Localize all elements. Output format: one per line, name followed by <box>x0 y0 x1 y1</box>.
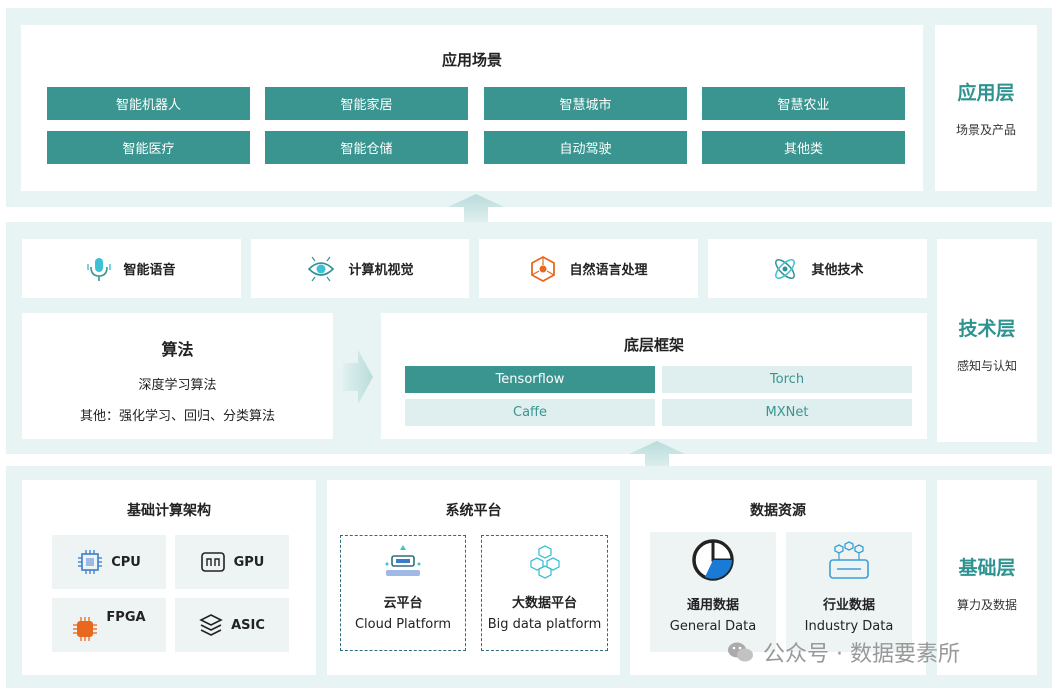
tech-nlp-label: 自然语言处理 <box>569 263 648 278</box>
data-resources-title: 数据资源 <box>750 503 806 519</box>
fpga-chip-icon <box>73 617 98 641</box>
app-layer-subtitle: 场景及产品 <box>955 123 1016 137</box>
app-layer-side-panel: 应用层 场景及产品 <box>935 25 1037 191</box>
general-data-en: General Data <box>669 619 757 634</box>
chip-cpu-label: CPU <box>111 554 141 570</box>
tech-other-label: 其他技术 <box>811 263 864 278</box>
asic-layers-icon <box>199 614 223 636</box>
right-arrow-icon <box>343 350 373 404</box>
industry-data-icon <box>829 541 869 579</box>
bigdata-platform-cn: 大数据平台 <box>511 596 577 611</box>
tech-computer-vision-label: 计算机视觉 <box>348 263 414 278</box>
watermark-text: 公众号 · 数据要素所 <box>763 642 960 667</box>
bigdata-platform-box[interactable]: 大数据平台 Big data platform <box>481 535 608 651</box>
pie-chart-icon <box>692 539 734 581</box>
tech-layer-title: 技术层 <box>958 318 1016 340</box>
wechat-icon <box>728 642 753 662</box>
bigdata-platform-en: Big data platform <box>487 617 602 632</box>
bigdata-cubes-icon <box>529 545 560 579</box>
base-layer-subtitle: 算力及数据 <box>956 598 1017 612</box>
nlp-network-icon <box>531 255 556 282</box>
vision-eye-icon <box>308 256 335 281</box>
industry-data-cn: 行业数据 <box>822 598 875 613</box>
cloud-platform-cn: 云平台 <box>383 596 423 611</box>
atom-icon <box>775 258 796 279</box>
scene-smart-agriculture[interactable]: 智慧农业 <box>702 87 905 120</box>
framework-mxnet[interactable]: MXNet <box>662 399 912 426</box>
tech-smart-voice[interactable]: 智能语音 <box>22 239 241 298</box>
tech-smart-voice-label: 智能语音 <box>123 263 176 278</box>
algorithm-line-2: 其他：强化学习、回归、分类算法 <box>79 409 275 424</box>
framework-tensorflow[interactable]: Tensorflow <box>405 366 655 393</box>
chip-fpga[interactable]: FPGA <box>52 598 166 652</box>
algorithm-title: 算法 <box>161 340 194 359</box>
app-scenes-title: 应用场景 <box>441 51 502 69</box>
framework-torch[interactable]: Torch <box>662 366 912 393</box>
scene-smart-home[interactable]: 智能家居 <box>265 87 468 120</box>
general-data-cn: 通用数据 <box>686 598 739 613</box>
chip-gpu[interactable]: GPU <box>175 535 289 589</box>
scene-smart-robot[interactable]: 智能机器人 <box>47 87 250 120</box>
industry-data-card[interactable]: 行业数据 Industry Data <box>786 532 912 652</box>
chip-fpga-label: FPGA <box>106 610 146 625</box>
tech-computer-vision[interactable]: 计算机视觉 <box>251 239 469 298</box>
chip-asic-label: ASIC <box>231 617 265 633</box>
scene-smart-warehouse[interactable]: 智能仓储 <box>265 131 468 164</box>
scene-autonomous-driving[interactable]: 自动驾驶 <box>484 131 687 164</box>
up-arrow-icon <box>629 441 685 471</box>
tech-layer-subtitle: 感知与认知 <box>956 359 1017 373</box>
algorithm-line-1: 深度学习算法 <box>138 378 217 393</box>
up-arrow-icon <box>448 194 504 224</box>
compute-title: 基础计算架构 <box>127 503 211 519</box>
framework-title: 底层框架 <box>623 336 684 354</box>
general-data-card[interactable]: 通用数据 General Data <box>650 532 776 652</box>
microphone-icon <box>87 257 112 281</box>
tech-layer-side-panel: 技术层 感知与认知 <box>937 239 1037 442</box>
base-layer-title: 基础层 <box>958 557 1016 579</box>
watermark: 公众号 · 数据要素所 <box>727 636 960 668</box>
chip-asic[interactable]: ASIC <box>175 598 289 652</box>
platform-title: 系统平台 <box>445 503 502 519</box>
gpu-chip-icon <box>200 552 225 572</box>
tech-other[interactable]: 其他技术 <box>708 239 927 298</box>
app-layer-title: 应用层 <box>957 82 1015 104</box>
industry-data-en: Industry Data <box>804 619 894 634</box>
cloud-platform-en: Cloud Platform <box>354 617 452 632</box>
chip-cpu[interactable]: CPU <box>52 535 166 589</box>
cpu-chip-icon <box>78 550 103 574</box>
scene-other[interactable]: 其他类 <box>702 131 905 164</box>
cloud-platform-box[interactable]: 云平台 Cloud Platform <box>340 535 466 651</box>
tech-nlp[interactable]: 自然语言处理 <box>479 239 698 298</box>
scene-smart-city[interactable]: 智慧城市 <box>484 87 687 120</box>
chip-gpu-label: GPU <box>233 554 265 570</box>
base-layer-side-panel: 基础层 算力及数据 <box>937 480 1037 675</box>
cloud-server-icon <box>385 545 421 576</box>
framework-caffe[interactable]: Caffe <box>405 399 655 426</box>
algorithm-panel: 算法 深度学习算法 其他：强化学习、回归、分类算法 <box>22 313 333 439</box>
scene-smart-medical[interactable]: 智能医疗 <box>47 131 250 164</box>
